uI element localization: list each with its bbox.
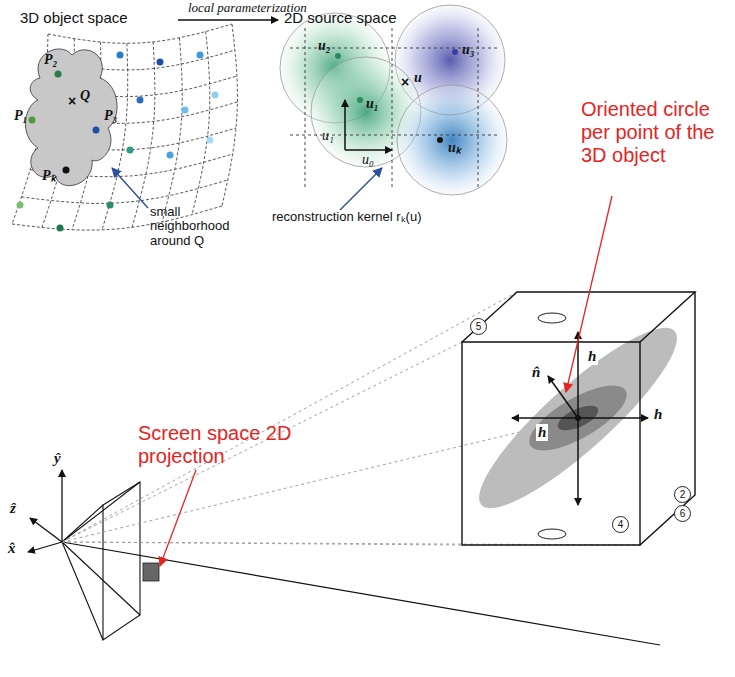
vector-label: h xyxy=(652,406,664,423)
point-label: Pₖ xyxy=(42,168,56,183)
vector-label: n̂ xyxy=(532,364,540,381)
panel-title: 2D source space xyxy=(284,10,397,27)
axis-label: x̂ xyxy=(8,540,16,557)
annotation: Screen space 2D projection xyxy=(138,422,298,468)
axis-label: ẑ xyxy=(10,500,16,517)
point-label: uₖ xyxy=(448,140,461,155)
callout-number: 4 xyxy=(612,516,629,533)
callout-text: small neighborhood around Q xyxy=(150,205,260,248)
point-label: u xyxy=(414,70,422,85)
callout-text: reconstruction kernel rₖ(u) xyxy=(270,210,424,224)
axis-label: u₁ xyxy=(322,128,334,143)
vector-label: h xyxy=(586,348,598,365)
point-label: P₁ xyxy=(14,108,27,123)
svg-text:×: × xyxy=(401,74,409,90)
callout-number: 6 xyxy=(674,505,691,522)
callout-number: 2 xyxy=(674,486,691,503)
point-label: P₃ xyxy=(104,108,117,123)
svg-text:×: × xyxy=(68,93,76,109)
point-label: u₃ xyxy=(462,42,475,57)
point-label: u₂ xyxy=(318,38,331,53)
point-label: u₁ xyxy=(366,96,379,111)
axis-label: u₀ xyxy=(362,152,374,167)
panel-title: 3D object space xyxy=(20,10,128,27)
annotation: Oriented circle per point of the 3D obje… xyxy=(581,98,731,167)
axis-label: ŷ xyxy=(54,450,61,467)
callout-number: 5 xyxy=(470,318,487,335)
point-label: P₂ xyxy=(44,52,57,67)
point-label: Q xyxy=(80,88,90,103)
vector-label: h xyxy=(536,424,548,441)
